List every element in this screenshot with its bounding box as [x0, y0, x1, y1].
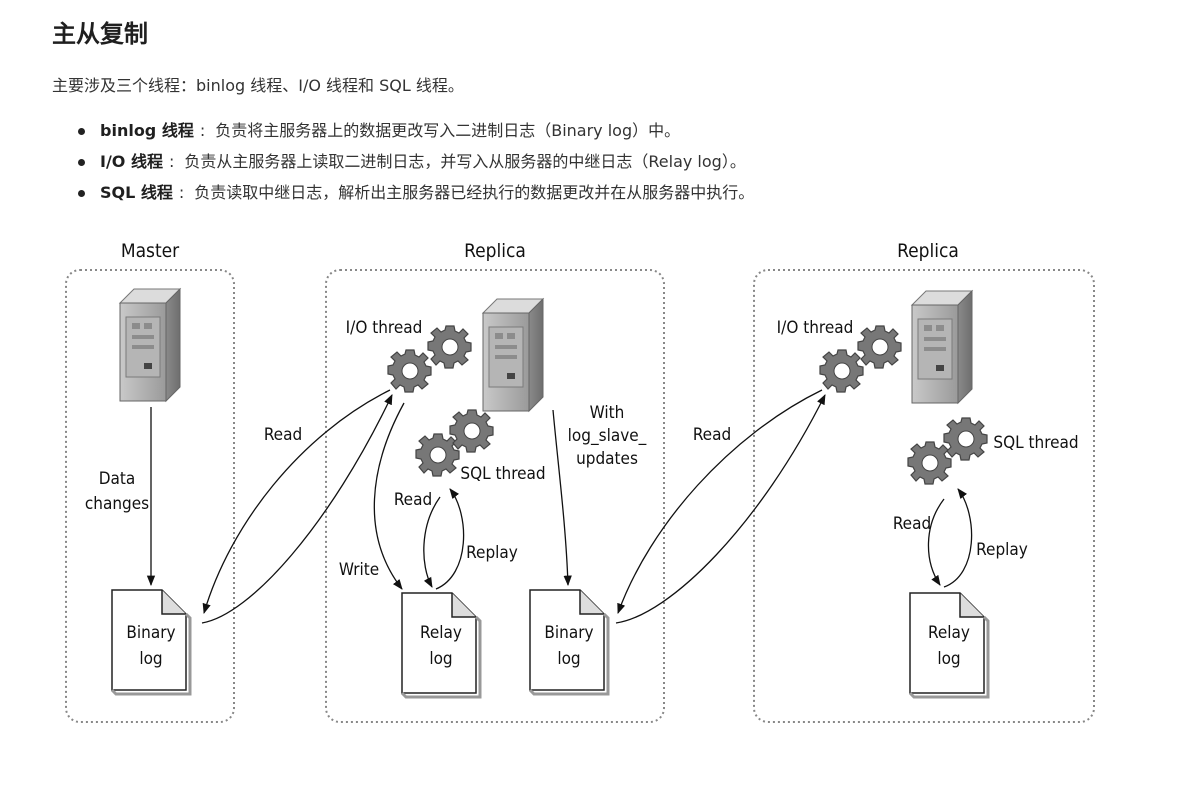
io-thread-gear-icon-2 — [819, 349, 864, 393]
data-changes-label: changes — [85, 494, 149, 514]
read-label-2: Read — [693, 425, 731, 445]
sql-thread-gear-icon-2b — [943, 417, 988, 461]
replica-box-1 — [325, 269, 665, 723]
relay-log-label-1: log — [429, 649, 452, 669]
thread-list: binlog 线程:负责将主服务器上的数据更改写入二进制日志（Binary lo… — [78, 118, 754, 211]
io-thread-gear-icon-1b — [427, 325, 472, 369]
bullet-icon — [78, 128, 85, 135]
replication-diagram: Master Replica Replica Binary log Relay … — [65, 240, 1095, 723]
with-log-label: With — [590, 403, 625, 423]
read-arrow-replica-2 — [927, 498, 945, 586]
write-label: Write — [339, 560, 379, 580]
replica-server-icon-2 — [911, 290, 973, 404]
read-arrow-2 — [617, 389, 823, 614]
master-binlog-label: Binary — [126, 623, 175, 643]
page-title: 主从复制 — [52, 20, 148, 48]
io-thread-gear-icon-2b — [857, 325, 902, 369]
replica-relay-log-icon-2 — [908, 591, 990, 699]
replica-server-icon-1 — [482, 298, 544, 412]
replay-arrow-replica-2 — [943, 488, 973, 588]
replica-binlog-label-1: log — [557, 649, 580, 669]
sql-thread-gear-icon-1 — [415, 433, 460, 477]
master-title: Master — [121, 240, 180, 262]
list-item: SQL 线程:负责读取中继日志，解析出主服务器已经执行的数据更改并在从服务器中执… — [78, 180, 754, 211]
read-label-1: Read — [264, 425, 302, 445]
data-changes-label: Data — [99, 469, 136, 489]
replay-label-replica-2: Replay — [976, 540, 1028, 560]
thread-desc: 负责从主服务器上读取二进制日志，并写入从服务器的中继日志（Relay log）。 — [184, 152, 746, 171]
sql-thread-label-1: SQL thread — [460, 464, 545, 484]
bullet-icon — [78, 159, 85, 166]
sql-thread-gear-icon-2 — [907, 441, 952, 485]
replay-arrow-replica-1 — [435, 488, 465, 590]
replica-box-2 — [753, 269, 1095, 723]
sql-thread-gear-icon-1b — [449, 409, 494, 453]
intro-text: 主要涉及三个线程：binlog 线程、I/O 线程和 SQL 线程。 — [52, 76, 464, 95]
relay-log-label-1: Relay — [420, 623, 462, 643]
read-label-replica-1: Read — [394, 490, 432, 510]
read-label-replica-2: Read — [893, 514, 931, 534]
io-thread-label-1: I/O thread — [346, 318, 423, 338]
replay-label-replica-1: Replay — [466, 543, 518, 563]
relay-log-label-2: Relay — [928, 623, 970, 643]
with-log-label: log_slave_ — [568, 426, 647, 446]
master-binlog-label: log — [139, 649, 162, 669]
thread-name: SQL 线程 — [100, 183, 173, 202]
read-arrow-1 — [202, 389, 391, 614]
list-item: binlog 线程:负责将主服务器上的数据更改写入二进制日志（Binary lo… — [78, 118, 754, 149]
thread-name: binlog 线程 — [100, 121, 194, 140]
replica-title-1: Replica — [464, 240, 526, 262]
read-arrow-1b — [201, 394, 393, 624]
replica-title-2: Replica — [897, 240, 959, 262]
list-item: I/O 线程:负责从主服务器上读取二进制日志，并写入从服务器的中继日志（Rela… — [78, 149, 754, 180]
with-log-label: updates — [576, 449, 638, 469]
relay-log-label-2: log — [937, 649, 960, 669]
read-arrow-2b — [615, 394, 826, 624]
thread-desc: 负责将主服务器上的数据更改写入二进制日志（Binary log）中。 — [215, 121, 681, 140]
master-server-icon — [119, 288, 181, 402]
replica-relay-log-icon-1 — [400, 591, 482, 699]
master-box — [65, 269, 235, 723]
sql-thread-label-2: SQL thread — [993, 433, 1078, 453]
write-arrow — [373, 402, 405, 590]
io-thread-gear-icon-1 — [387, 349, 432, 393]
log-slave-updates-arrow — [552, 409, 572, 587]
thread-desc: 负责读取中继日志，解析出主服务器已经执行的数据更改并在从服务器中执行。 — [194, 183, 755, 202]
io-thread-label-2: I/O thread — [777, 318, 854, 338]
thread-name: I/O 线程 — [100, 152, 163, 171]
replica-binlog-label-1: Binary — [544, 623, 593, 643]
read-arrow-replica-1 — [423, 496, 441, 588]
bullet-icon — [78, 190, 85, 197]
